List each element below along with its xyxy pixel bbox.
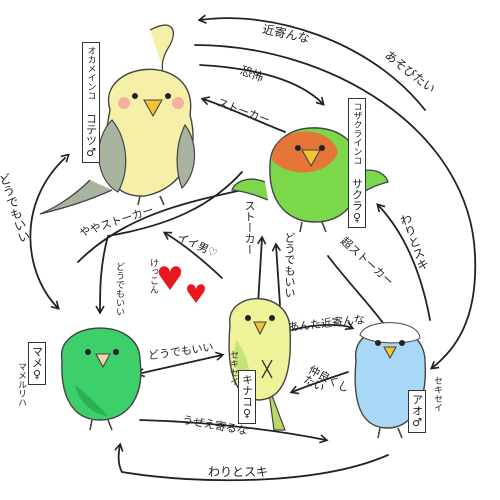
ao-budgie — [354, 322, 426, 439]
label-doudemoii-sakura: どうでもいい — [283, 232, 296, 298]
sakura-lovebird — [231, 127, 389, 233]
mame-parrotlet — [61, 327, 142, 431]
kotetsu-name-tag: オカメインコ コテツ♂ — [82, 42, 100, 163]
label-stalker-vertical: ストーカー — [243, 200, 256, 255]
kotetsu-species: オカメインコ — [85, 46, 96, 100]
kotetsu-name: コテツ♂ — [84, 113, 98, 159]
arrow-sakura-kinako-both — [253, 235, 267, 312]
arrow-mame-kinako-both — [135, 351, 225, 378]
arrow-kotetsu-to-ao-outer — [194, 44, 477, 370]
arrow-sakura-to-kinako-short — [271, 242, 282, 306]
sakura-species: コザクラインコ — [351, 102, 362, 165]
mame-species: マメルリハ — [16, 362, 26, 407]
arrow-ao-to-sakura-like — [376, 203, 431, 321]
arrow-ao-to-mame-bottom — [114, 442, 389, 482]
kinako-name-tag: キナコ♀ — [238, 370, 256, 424]
arrow-sakura-to-kotetsu-stalker — [200, 96, 286, 133]
arrow-kotetsu-mame-both — [29, 153, 70, 310]
arrow-ao-to-kinako — [289, 371, 349, 395]
sakura-name: サクラ♀ — [350, 178, 364, 224]
heart-icon — [187, 284, 205, 303]
label-doudemoii-inner: どうでもいい — [114, 262, 124, 316]
arrow-kinako-to-kotetsu-like — [162, 231, 223, 279]
mame-name-tag: マメ♀ — [28, 342, 46, 385]
label-wari-to-suki-bottom: わりとスキ — [208, 465, 269, 479]
label-kekkon: けっこん — [148, 258, 158, 294]
ao-name: アオ♂ — [410, 394, 424, 429]
sakura-name-tag: コザクラインコ サクラ♀ — [348, 98, 366, 228]
arrow-kotetsu-to-sakura-fear — [199, 64, 325, 106]
arrow-kinako-to-ao — [291, 321, 355, 331]
kinako-name: キナコ♀ — [240, 374, 254, 420]
kinako-species: セキセイ — [228, 350, 238, 386]
hearts — [158, 266, 205, 303]
ao-name-tag: アオ♂ — [408, 390, 426, 433]
heart-icon — [158, 266, 182, 290]
arrow-mame-to-ao-bottom — [139, 419, 329, 444]
ao-species: セキセイ — [432, 376, 442, 412]
kotetsu-cockatiel — [39, 24, 196, 215]
mame-name: マメ♀ — [30, 346, 44, 381]
arrow-ao-to-kotetsu-top — [197, 14, 426, 111]
arrow-kinako-to-mame — [95, 171, 243, 315]
